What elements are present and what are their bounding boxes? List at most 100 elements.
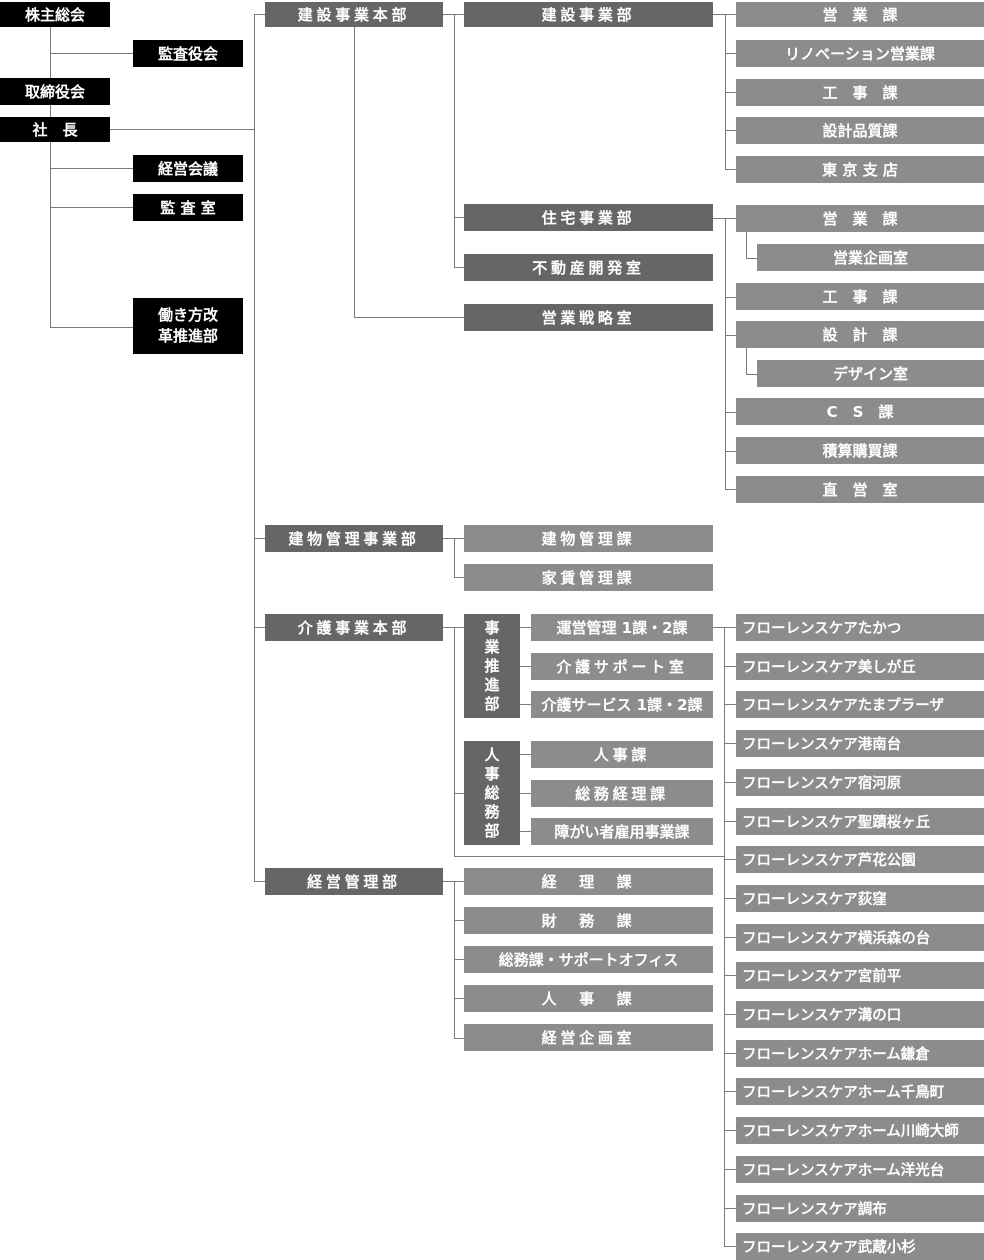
connector [50, 207, 133, 208]
connector [454, 920, 464, 921]
care-facility-item: フローレンスケア武蔵小杉 [736, 1233, 984, 1260]
care-facility-item: フローレンスケア港南台 [736, 730, 984, 757]
connector [50, 27, 51, 327]
connector [454, 959, 464, 960]
workstyle-reform-label: 働き方改革推進部 [157, 306, 218, 345]
general-affairs-support-office: 総務課・サポートオフィス [464, 946, 713, 973]
care-facility-item: フローレンスケア聖蹟桜ヶ丘 [736, 808, 984, 835]
connector [724, 975, 736, 976]
care-facility-item: フローレンスケア溝の口 [736, 1001, 984, 1028]
hr-section: 人事課 [531, 741, 713, 768]
connector [713, 218, 736, 219]
tokyo-branch: 東 京 支 店 [736, 156, 984, 183]
business-promotion-dept: 事業推進部 [464, 614, 520, 718]
management-dept: 経営管理部 [265, 868, 443, 895]
shareholders-meeting: 株主総会 [0, 2, 110, 27]
connector [454, 14, 455, 267]
care-facility-item: フローレンスケア荻窪 [736, 885, 984, 912]
connector [724, 1130, 736, 1131]
connector [725, 451, 736, 452]
building-section: 建物管理課 [464, 525, 713, 552]
connector [50, 168, 133, 169]
connector [454, 217, 464, 218]
connector [725, 412, 736, 413]
building-mgmt-dept: 建物管理事業部 [265, 525, 443, 552]
connector [354, 27, 355, 317]
connector [724, 1169, 736, 1170]
connector [254, 14, 265, 15]
realestate-dev-office: 不動産開発室 [464, 254, 713, 281]
care-facility-item: フローレンスケアホーム千鳥町 [736, 1078, 984, 1105]
connector [724, 666, 736, 667]
business-promotion-label: 事業推進部 [484, 618, 500, 713]
connector [725, 218, 726, 489]
care-service-section: 介護サービス 1課・2課 [531, 691, 713, 718]
finance-section: 財 務 課 [464, 907, 713, 934]
personnel-section: 人 事 課 [464, 985, 713, 1012]
connector [443, 538, 464, 539]
construction-hq: 建設事業本部 [265, 2, 443, 27]
connector [725, 297, 736, 298]
sales-planning-office: 営業企画室 [757, 244, 984, 271]
connector [454, 627, 455, 857]
care-facility-item: フローレンスケアホーム川崎大師 [736, 1117, 984, 1144]
connector [254, 14, 255, 882]
housing-dept: 住宅事業部 [464, 204, 713, 231]
accounting-section: 経 理 課 [464, 868, 713, 895]
care-facility-item: フローレンスケア宿河原 [736, 769, 984, 796]
connector [724, 859, 736, 860]
connector [725, 53, 736, 54]
connector [443, 881, 464, 882]
direct-management-office: 直 営 室 [736, 476, 984, 503]
connector [724, 937, 736, 938]
board-of-directors: 取締役会 [0, 78, 110, 105]
care-facility-item: フローレンスケア芦花公園 [736, 846, 984, 873]
housing-works-section: 工 事 課 [736, 283, 984, 310]
care-facility-item: フローレンスケアたまプラーザ [736, 691, 984, 718]
connector [725, 14, 726, 169]
design-office: デザイン室 [757, 360, 984, 387]
connector [254, 881, 265, 882]
connector [746, 348, 747, 374]
care-support-office: 介護サポート室 [531, 653, 713, 680]
housing-sales-section: 営 業 課 [736, 205, 984, 232]
connector [724, 782, 736, 783]
care-facility-item: フローレンスケア宮前平 [736, 962, 984, 989]
connector [713, 14, 736, 15]
connector [110, 129, 254, 130]
connector [725, 169, 736, 170]
connector [443, 627, 464, 628]
design-section: 設 計 課 [736, 321, 984, 348]
care-facility-item: フローレンスケアホーム鎌倉 [736, 1040, 984, 1067]
sales-strategy-office: 営業戦略室 [464, 304, 713, 331]
connector [454, 1038, 464, 1039]
connector [725, 489, 736, 490]
design-quality-section: 設計品質課 [736, 117, 984, 144]
connector [724, 1091, 736, 1092]
connector [454, 577, 464, 578]
connector [254, 538, 265, 539]
ops-mgmt-section: 運営管理 1課・2課 [531, 614, 713, 641]
care-hq: 介護事業本部 [265, 614, 443, 641]
hr-general-affairs-dept: 人事総務部 [464, 741, 520, 845]
connector [725, 130, 736, 131]
president: 社 長 [0, 117, 110, 142]
connector [354, 317, 464, 318]
connector [520, 666, 531, 667]
connector [520, 704, 531, 705]
construction-sales-section: 営 業 課 [736, 2, 984, 27]
audit-office: 監 査 室 [133, 194, 243, 221]
connector [724, 743, 736, 744]
connector [454, 856, 724, 857]
general-accounting-section: 総務経理課 [531, 780, 713, 807]
hr-general-affairs-label: 人事総務部 [484, 745, 500, 840]
connector [724, 1246, 736, 1247]
connector [454, 267, 464, 268]
connector [520, 754, 531, 755]
connector [746, 232, 747, 258]
connector [454, 538, 455, 577]
care-facility-item: フローレンスケア調布 [736, 1195, 984, 1222]
management-meeting: 経営会議 [133, 155, 243, 182]
connector [454, 793, 464, 794]
construction-dept: 建設事業部 [464, 2, 713, 27]
